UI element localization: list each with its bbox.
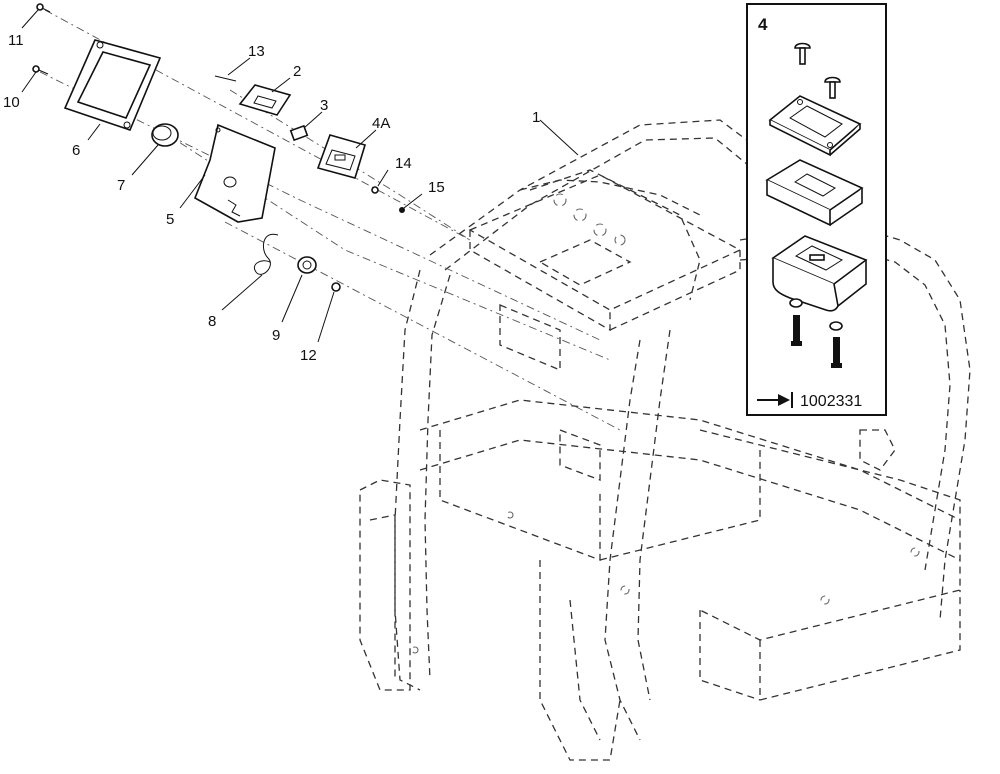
callout-4a: 4A (372, 115, 390, 132)
part-bezel-6 (63, 39, 162, 131)
part-nut-15 (399, 207, 405, 213)
callout-7: 7 (117, 177, 125, 194)
part-cover-2 (238, 84, 292, 116)
callout-14: 14 (395, 155, 412, 172)
callout-2: 2 (293, 63, 301, 80)
leader-lines (21, 9, 579, 343)
machine-frame (359, 119, 971, 761)
part-screw-13 (214, 75, 237, 82)
callout-13: 13 (248, 43, 265, 60)
callout-10: 10 (3, 94, 20, 111)
inset-screw-bottom-right (831, 337, 842, 368)
callout-8: 8 (208, 313, 216, 330)
callout-labels: 11 10 6 7 5 13 2 3 4A 14 15 8 9 12 1 (3, 32, 540, 364)
inset-title: 4 (758, 15, 768, 34)
callout-6: 6 (72, 142, 80, 159)
part-grommet-7 (151, 123, 179, 147)
callout-9: 9 (272, 327, 280, 344)
part-spacer-3 (289, 124, 309, 142)
inset-washer-right (829, 321, 843, 331)
inset-screw-bottom-left (791, 315, 802, 346)
inset-screw-top-left (794, 42, 811, 65)
callout-12: 12 (300, 347, 317, 364)
callout-11: 11 (8, 32, 24, 49)
part-nut-14 (371, 186, 379, 194)
inset-serial-reference: 1002331 (757, 392, 862, 410)
inset-serial-number: 1002331 (800, 393, 862, 410)
callout-1: 1 (532, 109, 540, 126)
inset-bezel-plate (768, 95, 862, 157)
callout-3: 3 (320, 97, 328, 114)
inset-gasket-block (765, 159, 864, 227)
part-plate-5 (193, 123, 276, 223)
part-nut-9 (297, 256, 317, 274)
inset-assembly-4: 4 (746, 3, 887, 416)
part-nut-12 (331, 282, 341, 292)
part-meter-4a (316, 134, 367, 179)
part-clip-8 (254, 233, 279, 275)
inset-meter-housing (771, 235, 868, 312)
callout-15: 15 (428, 179, 445, 196)
part-screw-11 (36, 3, 51, 13)
inset-washer-left (789, 298, 803, 308)
inset-screw-top-right (824, 76, 841, 99)
callout-5: 5 (166, 211, 174, 228)
